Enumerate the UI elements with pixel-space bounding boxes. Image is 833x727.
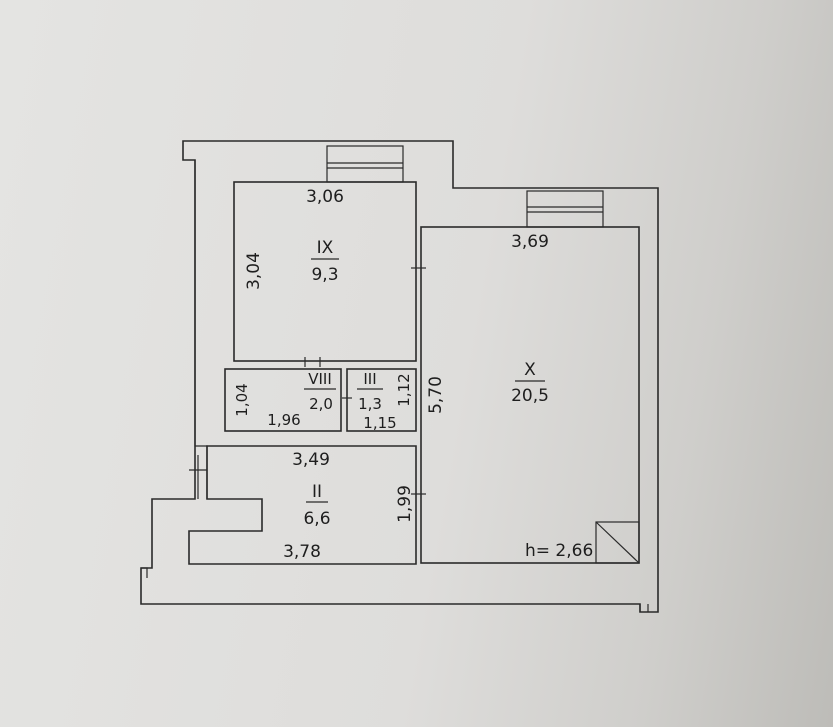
wall-corner-tick [639,604,649,612]
room-ix-area: 9,3 [311,265,338,285]
room-x-depth: 5,70 [426,376,446,414]
room-iii-width: 1,15 [363,414,396,432]
room-viii-width: 1,96 [267,411,300,429]
door-ticks [189,267,426,499]
room-viii-number: VIII [308,370,332,388]
room-iii-area: 1,3 [358,395,382,413]
room-ii-width: 3,49 [292,450,330,470]
window-right [526,190,604,228]
room-ii-number: II [312,482,322,502]
room-x-number: X [524,360,536,380]
ceiling-height: h= 2,66 [525,541,593,561]
wall-corner-tick-left [141,567,148,578]
inner-wall-left [194,160,208,499]
room-viii [224,368,342,432]
room-ii-depth: 1,99 [395,485,415,523]
room-x [420,226,640,564]
room-viii-area: 2,0 [309,395,333,413]
room-ix-number: IX [317,238,334,258]
room-ii [188,445,417,565]
room-ii-width-bottom: 3,78 [283,542,321,562]
room-ix-depth: 3,04 [244,252,264,290]
window-top [326,145,404,183]
room-ii-area: 6,6 [303,509,330,529]
room-ix-width: 3,06 [306,187,344,207]
room-iii-depth: 1,12 [395,373,413,406]
room-iii-number: III [363,370,376,388]
room-viii-depth: 1,04 [233,383,251,416]
ventilation-shaft [595,521,640,564]
room-x-area: 20,5 [511,386,549,406]
room-ix [233,181,417,362]
room-iii [346,368,417,432]
room-x-width: 3,69 [511,232,549,252]
